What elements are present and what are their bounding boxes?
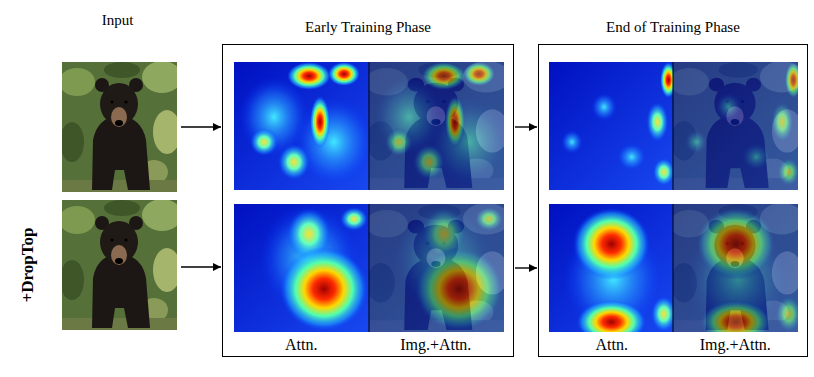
phase-heading: Early Training Phase [223,17,513,37]
early-bottom-maps [234,203,510,332]
flow-arrow [515,267,537,268]
phase-frame: End of Training PhaseAttn.Img.+Attn. [538,44,808,357]
input-column: Input [55,0,180,335]
phase-heading: Input [55,10,180,30]
panel-caption-row: Attn.Img.+Attn. [550,335,797,355]
flow-arrow [515,126,537,127]
input-image [59,61,182,192]
panel-caption: Attn. [550,335,674,355]
phase-frame: Early Training PhaseAttn.Img.+Attn. [222,44,514,357]
flow-arrow [181,266,221,267]
early-top-maps [234,61,510,190]
end-bottom-maps [549,203,803,344]
phase-heading: End of Training Phase [539,17,807,37]
end-top-maps [549,61,803,190]
side-label: +DropTop [18,228,38,303]
side-label-holder: +DropTop [18,228,38,303]
panel-caption: Attn. [234,335,369,355]
panel-caption: Img.+Attn. [674,335,798,355]
input-image [59,199,182,330]
panel-caption: Img.+Attn. [369,335,504,355]
flow-arrow [181,126,221,127]
panel-caption-row: Attn.Img.+Attn. [234,335,503,355]
